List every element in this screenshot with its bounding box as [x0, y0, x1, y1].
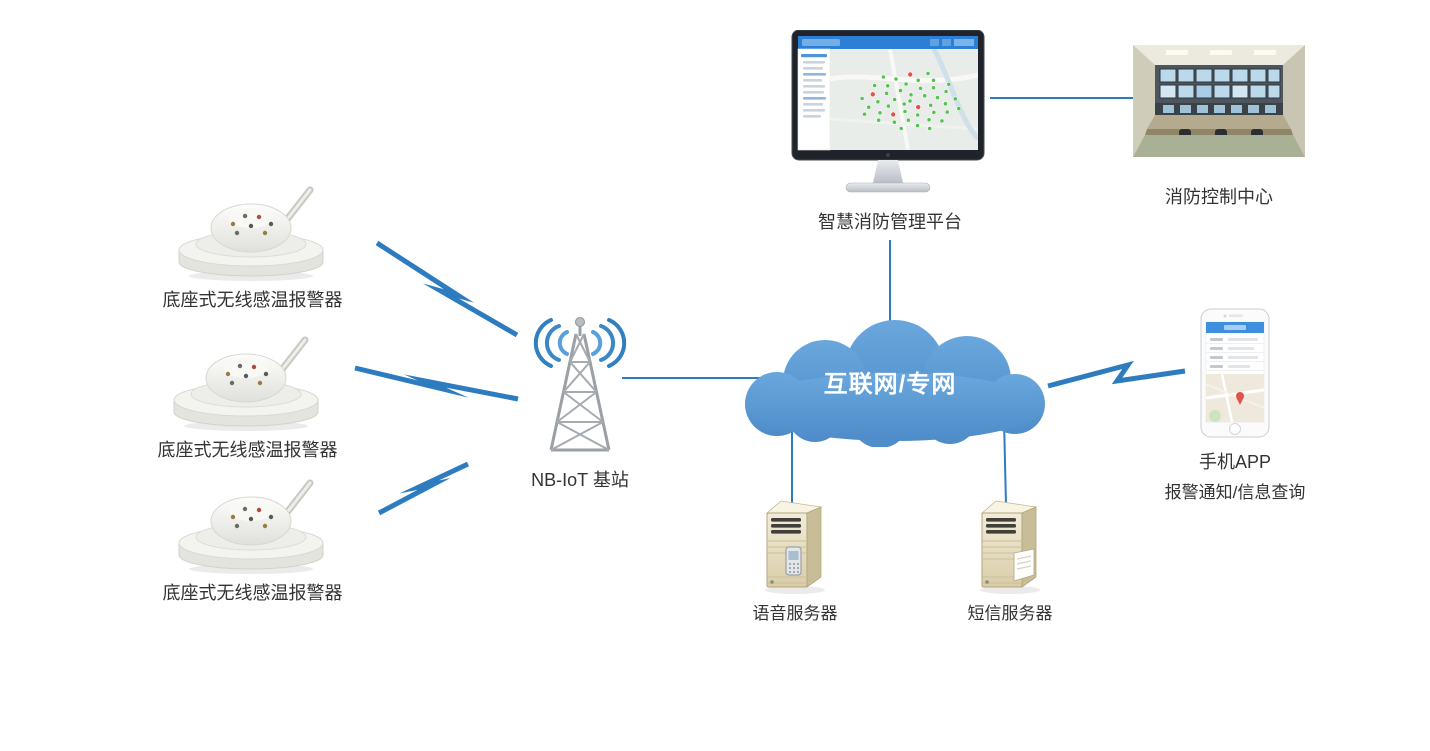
node-sensor1: 底座式无线感温报警器 [140, 182, 365, 312]
edge-cloud-smsserver [1003, 419, 1007, 506]
node-sms-server: 短信服务器 [955, 495, 1065, 624]
smartphone-icon [1200, 308, 1270, 438]
lightning-sensor3-basestation [377, 461, 470, 516]
node-control-center: 消防控制中心 [1133, 45, 1305, 209]
sms-server-label: 短信服务器 [967, 604, 1053, 623]
sms-server-icon [980, 500, 1040, 594]
antenna-tower-icon [533, 317, 627, 452]
cloud-label: 互联网/专网 [823, 371, 957, 398]
control-center-label: 消防控制中心 [1165, 187, 1273, 207]
temperature-sensor-icon [173, 336, 318, 431]
node-cloud: 互联网/专网 [705, 312, 1075, 448]
monitor-icon [791, 30, 985, 193]
mobile-app-label-1: 手机APP [1198, 452, 1272, 472]
node-mobile-app: 手机APP 报警通知/信息查询 [1145, 308, 1325, 503]
node-sensor2: 底座式无线感温报警器 [135, 332, 360, 462]
sensor2-label: 底座式无线感温报警器 [157, 440, 338, 460]
cloud-icon [745, 320, 1045, 448]
platform-label: 智慧消防管理平台 [818, 212, 962, 232]
node-sensor3: 底座式无线感温报警器 [140, 475, 365, 605]
node-base-station: NB-IoT 基站 [505, 312, 655, 492]
lightning-sensor2-basestation [354, 365, 519, 402]
sensor3-label: 底座式无线感温报警器 [162, 583, 343, 603]
temperature-sensor-icon [178, 186, 323, 281]
voice-server-label: 语音服务器 [752, 604, 838, 623]
voice-server-icon [765, 500, 825, 594]
base-station-label: NB-IoT 基站 [531, 470, 629, 490]
temperature-sensor-icon [178, 479, 323, 574]
lightning-sensor1-basestation [375, 240, 519, 338]
node-platform: 智慧消防管理平台 [780, 30, 1000, 234]
mobile-app-label-2: 报警通知/信息查询 [1164, 483, 1306, 502]
control-room-icon [1133, 45, 1305, 157]
node-voice-server: 语音服务器 [740, 495, 850, 624]
lightning-cloud-mobileapp [1047, 360, 1186, 389]
map-dots [859, 71, 962, 131]
sensor1-label: 底座式无线感温报警器 [162, 290, 343, 310]
